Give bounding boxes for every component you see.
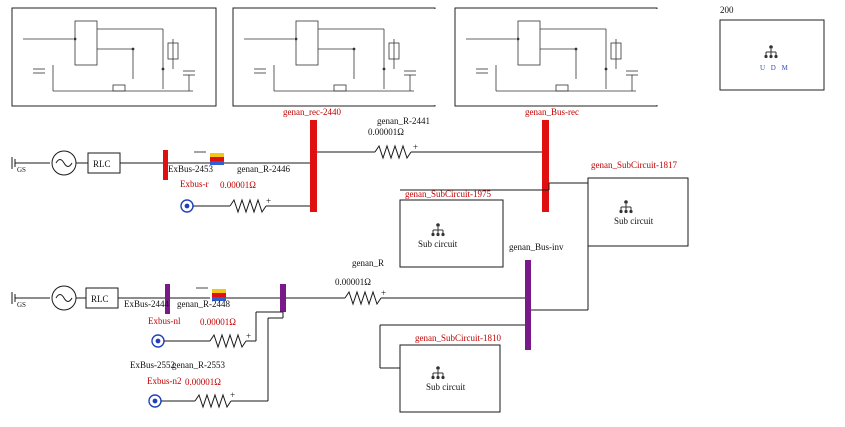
- genan-rec-2440-label: genan_rec-2440: [283, 107, 341, 117]
- udm-block[interactable]: U D M: [719, 19, 825, 91]
- genan-bus-rec-label: genan_Bus-rec: [525, 107, 579, 117]
- plus-sign-3: +: [381, 288, 386, 298]
- exbus-2453-label: ExBus-2453: [168, 164, 214, 174]
- subcircuit-1810-text: Sub circuit: [426, 382, 466, 392]
- genan-subcircuit-1810-label: genan_SubCircuit-1810: [415, 333, 501, 343]
- genan-subcircuit-1975-label: genan_SubCircuit-1975: [405, 189, 491, 199]
- res-nl-value: 0.00001Ω: [200, 317, 236, 327]
- resistor-genan-r[interactable]: [344, 290, 382, 306]
- rlc-label-bottom: RLC: [91, 294, 109, 304]
- exbus-2444-label: ExBus-2444: [124, 299, 170, 309]
- exbus-2453-bar[interactable]: [163, 150, 168, 180]
- resistor-n2[interactable]: [194, 393, 232, 409]
- genan-bus-rec-bar[interactable]: [542, 120, 549, 212]
- genan-r-2553-label: genan_R-2553: [172, 360, 225, 370]
- genan-rec-2440-bus[interactable]: [310, 120, 317, 212]
- res-r-value: 0.00001Ω: [335, 277, 371, 287]
- exbus-r-top-label: Exbus-r: [180, 179, 209, 189]
- rlc-label-top: RLC: [93, 159, 111, 169]
- subcircuit-1817-text: Sub circuit: [614, 216, 654, 226]
- ac-source-top[interactable]: [51, 150, 77, 176]
- breaker-icon-bottom[interactable]: [196, 287, 226, 301]
- resistor-top-left[interactable]: [229, 198, 267, 214]
- coax-source-icon-n2[interactable]: [148, 394, 162, 408]
- schematic-thumbnail-3[interactable]: [454, 7, 659, 107]
- coax-source-icon-nl[interactable]: [151, 334, 165, 348]
- subcircuit-1975-text: Sub circuit: [418, 239, 458, 249]
- genan-r-label: genan_R: [352, 258, 384, 268]
- exbus-2552-label: ExBus-2552: [130, 360, 175, 370]
- coax-source-icon-top[interactable]: [180, 199, 194, 213]
- rlc-block-top[interactable]: RLC: [87, 152, 121, 174]
- subcircuit-1817-block[interactable]: Sub circuit: [587, 177, 689, 247]
- res-top-value: 0.00001Ω: [220, 180, 256, 190]
- ground-label-bottom: GS: [17, 301, 26, 309]
- bus-2448-bar[interactable]: [280, 284, 286, 312]
- res-2441-value: 0.00001Ω: [368, 127, 404, 137]
- res-n2-value: 0.00001Ω: [185, 377, 221, 387]
- exbus-2444-bar[interactable]: [165, 284, 170, 314]
- rlc-block-bottom[interactable]: RLC: [85, 287, 119, 309]
- resistor-2441[interactable]: [374, 144, 412, 160]
- subcircuit-1975-block[interactable]: Sub circuit: [399, 199, 504, 268]
- ac-source-bottom[interactable]: [51, 285, 77, 311]
- genan-bus-inv-bar[interactable]: [525, 260, 531, 350]
- genan-r-2441-label: genan_R-2441: [377, 116, 430, 126]
- subcircuit-1810-block[interactable]: Sub circuit: [399, 344, 501, 413]
- genan-r-2448-label: genan_R-2448: [177, 299, 230, 309]
- genan-bus-inv-label: genan_Bus-inv: [509, 242, 564, 252]
- exbus-n2-label: Exbus-n2: [147, 376, 182, 386]
- plus-sign-4: +: [246, 331, 251, 341]
- genan-subcircuit-1817-label: genan_SubCircuit-1817: [591, 160, 677, 170]
- resistor-nl[interactable]: [209, 333, 247, 349]
- exbus-nl-label: Exbus-nl: [148, 316, 181, 326]
- udm-number-label: 200: [720, 5, 734, 15]
- udm-label: U D M: [760, 64, 790, 72]
- genan-r-2446-label: genan_R-2446: [237, 164, 290, 174]
- ground-symbol-top: [11, 157, 50, 169]
- plus-sign-2: +: [413, 142, 418, 152]
- schematic-thumbnail-1[interactable]: [11, 7, 217, 107]
- plus-sign-5: +: [230, 390, 235, 400]
- breaker-icon-top[interactable]: [194, 151, 224, 165]
- plus-sign-1: +: [266, 196, 271, 206]
- ground-symbol-bottom: [11, 292, 50, 304]
- ground-label-top: GS: [17, 166, 26, 174]
- schematic-thumbnail-2[interactable]: [232, 7, 437, 107]
